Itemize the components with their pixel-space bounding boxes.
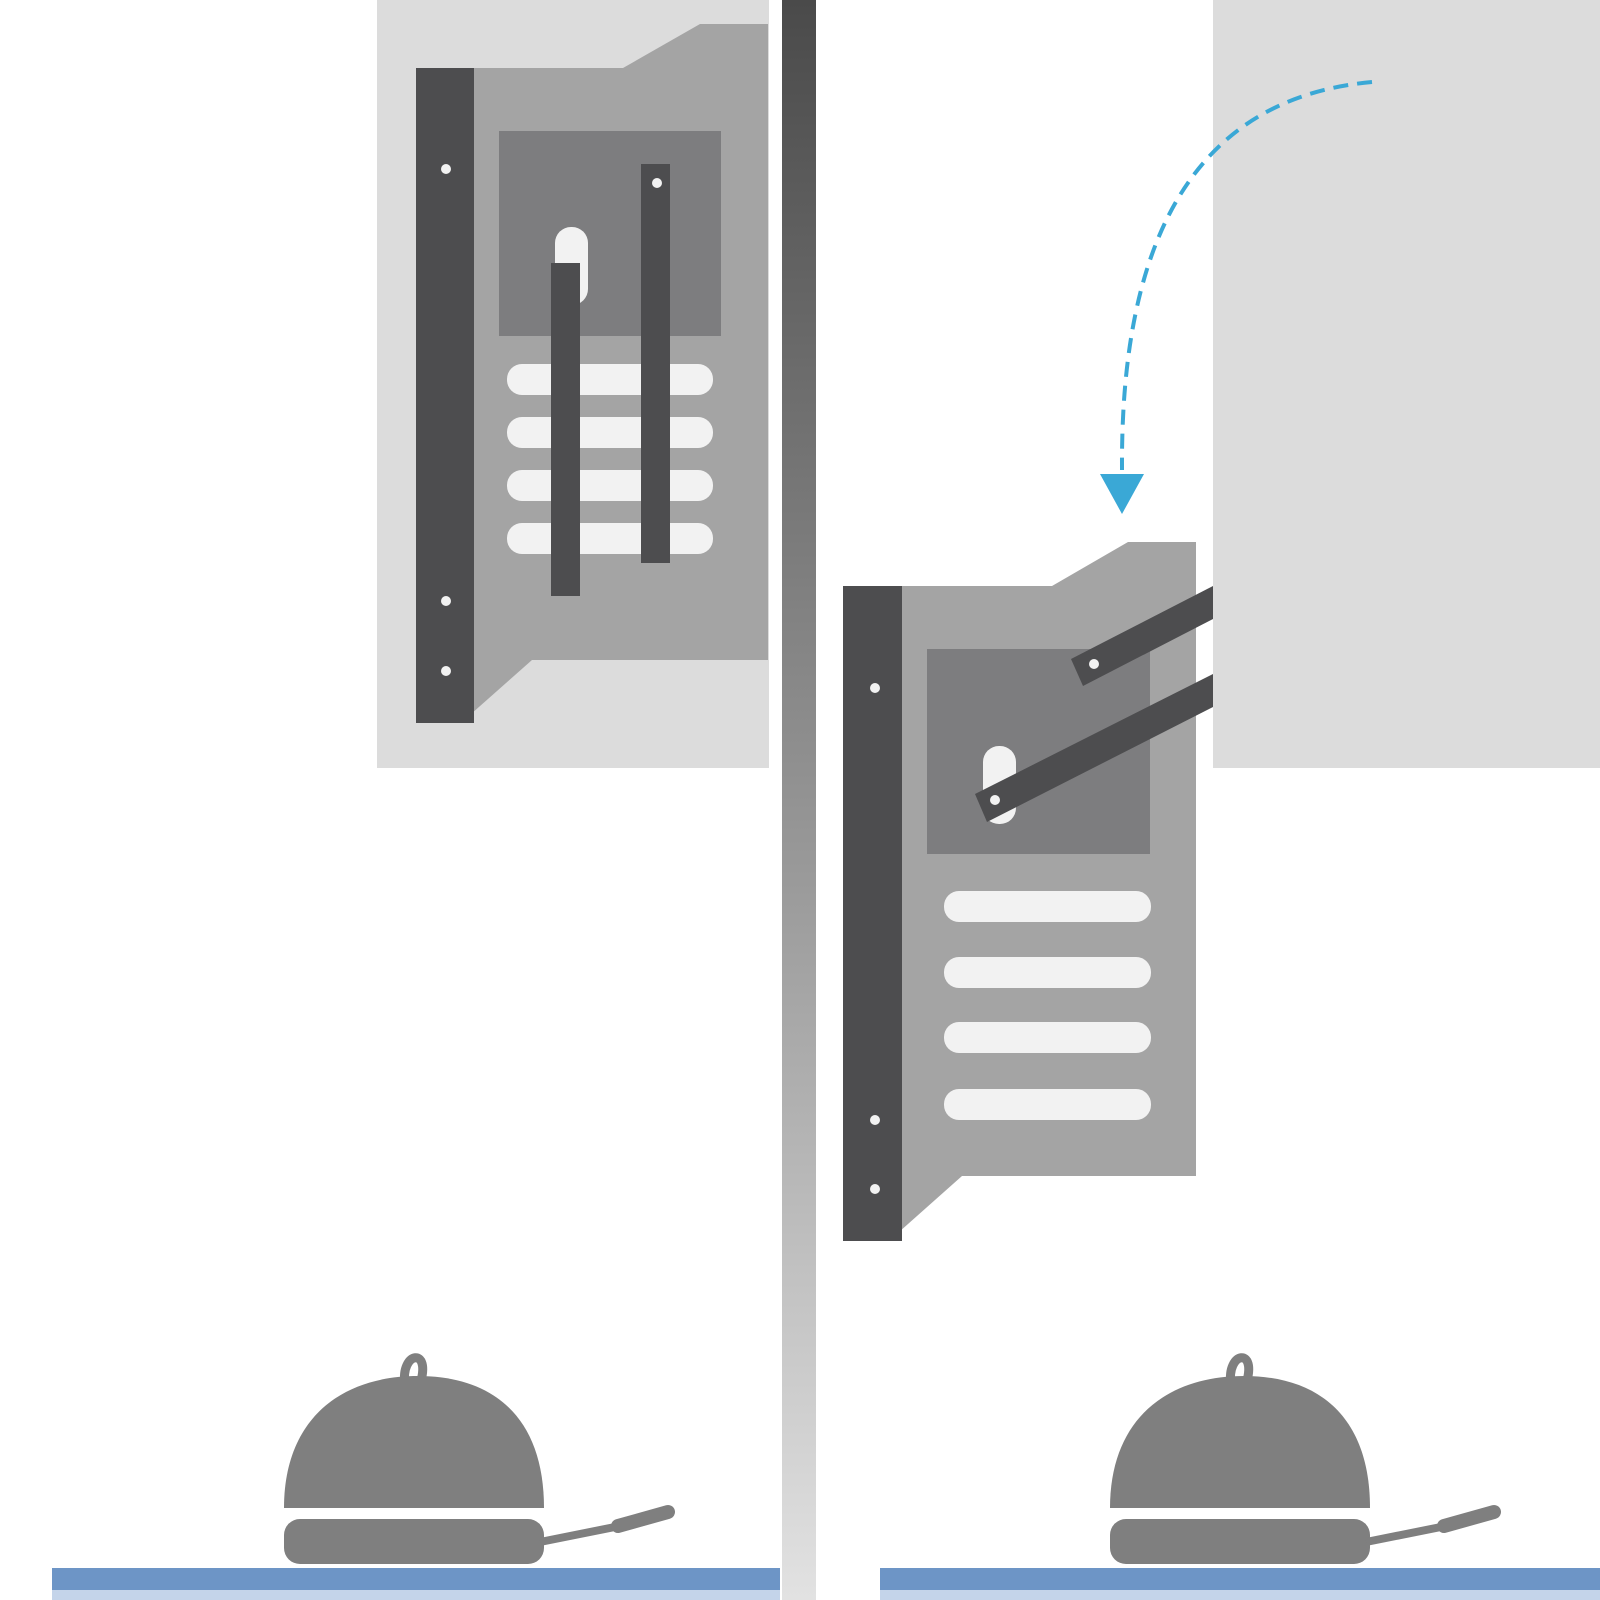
lid-bar [1071,586,1213,686]
cabinet-icon [1213,0,1600,768]
lid-bar [975,674,1213,822]
lid-bar [551,263,580,596]
motion-arrow-icon [1100,80,1373,514]
rack-slot [944,957,1151,988]
rack-slot [944,1089,1151,1120]
covered-pan-icon [1110,1353,1501,1564]
rack-slot [944,1022,1151,1053]
covered-pan-icon [284,1353,675,1564]
rack-slot [507,364,713,395]
shelf-icon [52,1568,780,1600]
pot-lid-rack-icon [843,542,1213,1241]
rack-slot [944,891,1151,922]
pot-lid-rack-icon [416,24,768,723]
panel-before [52,0,780,1600]
shelf-icon [880,1568,1600,1600]
rack-slot [507,417,713,448]
center-divider [782,0,816,1600]
rack-slot [507,523,713,554]
rack-slot [507,470,713,501]
lid-bar [641,164,670,563]
panel-after [843,0,1600,1600]
